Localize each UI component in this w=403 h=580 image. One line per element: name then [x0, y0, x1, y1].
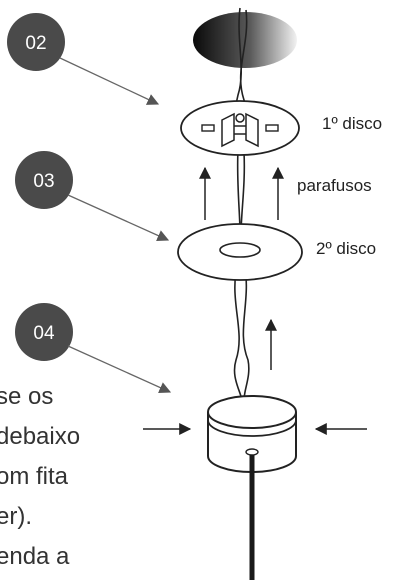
instruction-line: debaixo: [0, 423, 80, 450]
step-badge-02: 02: [7, 13, 65, 71]
instruction-line: om fita: [0, 463, 69, 490]
first-disc: [180, 100, 300, 156]
second-disc: [177, 223, 303, 281]
pointer-arrow-icon: [59, 57, 160, 105]
pointer-arrow-icon: [67, 194, 170, 242]
screws-label: parafusos: [297, 176, 372, 195]
svg-text:03: 03: [33, 171, 54, 192]
svg-text:02: 02: [25, 33, 46, 54]
instruction-line: er).: [0, 503, 32, 530]
instruction-line: enda a: [0, 543, 70, 570]
svg-text:04: 04: [33, 323, 55, 344]
instruction-text: se os debaixo om fita er). enda a: [0, 383, 80, 570]
step-badge-03: 03: [15, 151, 73, 209]
disc2-label: 2º disco: [316, 239, 376, 258]
lamp-socket-cylinder: [207, 395, 297, 473]
terminal-block-icon: [221, 112, 259, 148]
disc1-label: 1º disco: [322, 114, 382, 133]
step-badge-04: 04: [15, 303, 73, 361]
instruction-line: se os: [0, 383, 53, 410]
pointer-arrow-icon: [67, 345, 172, 394]
